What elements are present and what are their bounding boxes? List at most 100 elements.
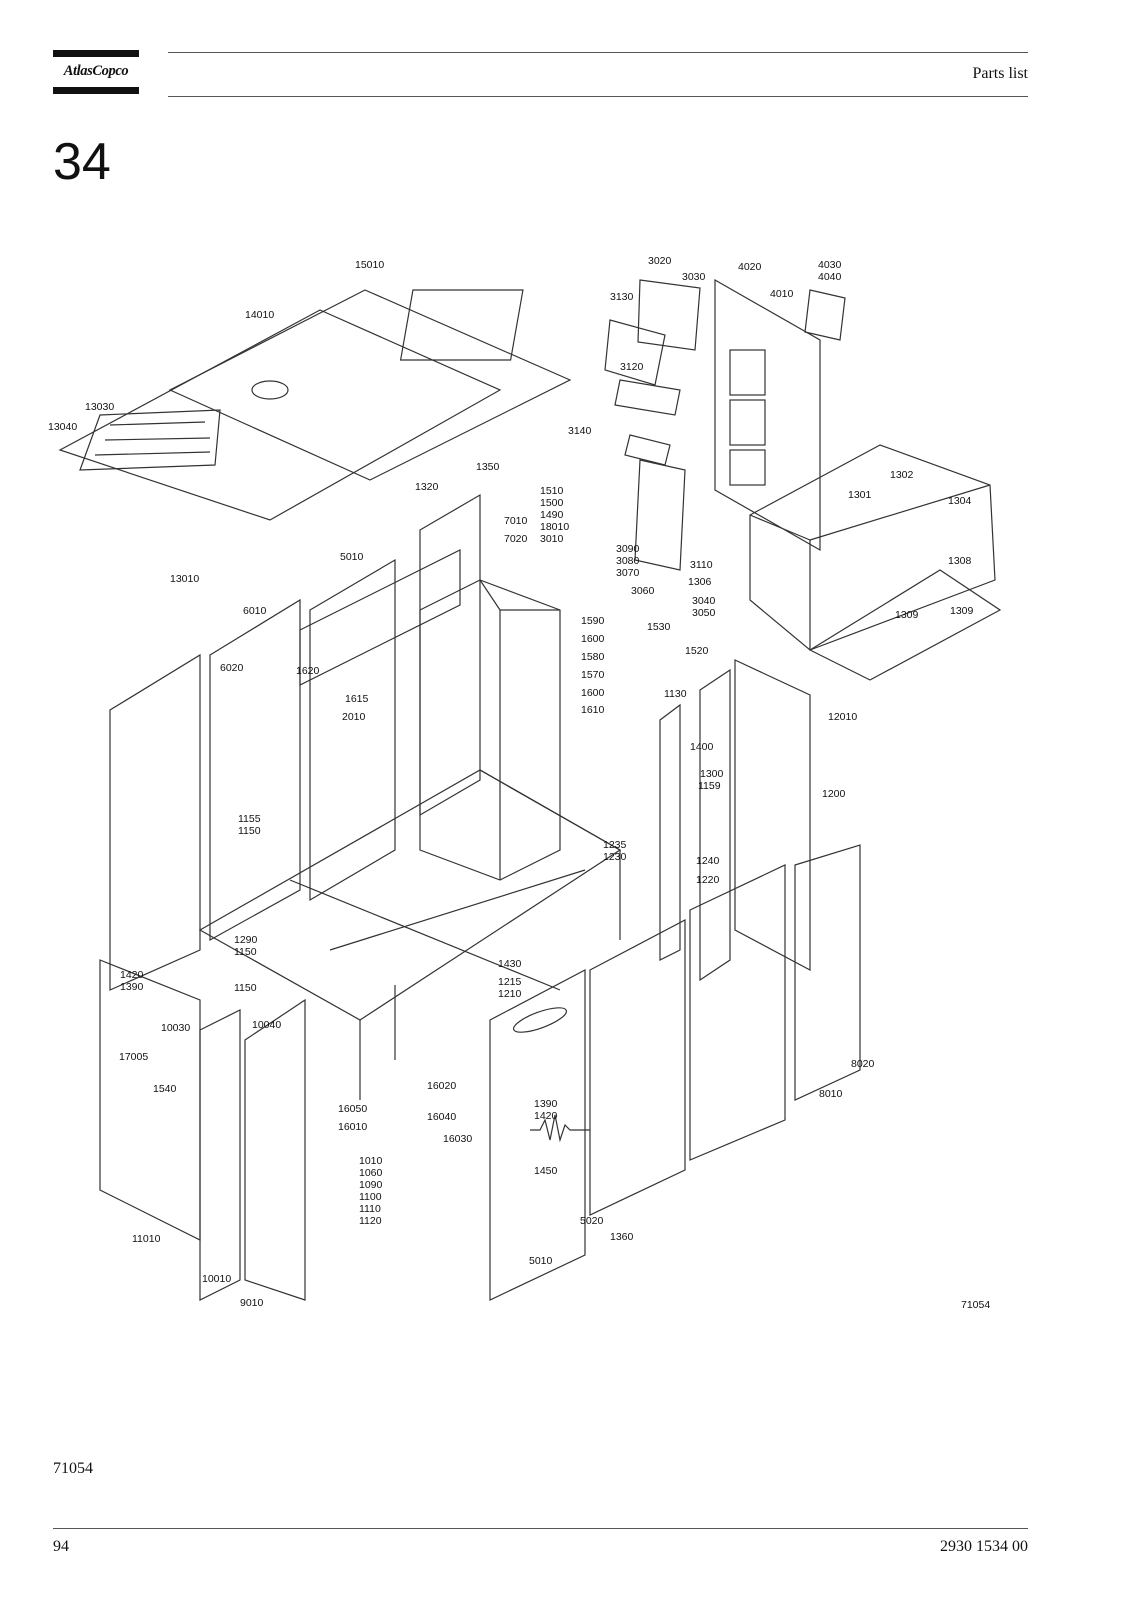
callout: 1235 [603,839,627,851]
callout: 1290 [234,934,258,946]
callout: 12010 [828,711,857,723]
callout: 1302 [890,469,914,481]
document-number: 2930 1534 00 [940,1538,1028,1555]
callout: 1130 [664,688,687,700]
callout: 1420 [534,1110,558,1122]
callout: 1150 [238,825,261,837]
callout: 1304 [948,495,972,507]
callout: 1308 [948,555,972,567]
callout: 13040 [48,421,77,433]
callout: 1620 [296,665,320,677]
callout: 13030 [85,401,114,413]
header-rule-top [168,52,1028,53]
logo-text: AtlasCopco [63,63,129,79]
callout: 3070 [616,567,640,579]
callout: 16050 [338,1103,367,1115]
callout: 1215 [498,976,522,988]
callout: 1220 [696,874,720,886]
callout: 1210 [498,988,522,1000]
diagram-linework [58,278,1002,1301]
callout: 1580 [581,651,605,663]
callout: 10030 [161,1022,190,1034]
callout: 3030 [682,271,706,283]
callout: 3140 [568,425,592,437]
callout: 5020 [580,1215,604,1227]
diagram-callouts: 15010 14010 13030 13040 13010 1350 1320 … [48,255,990,1311]
callout: 1390 [120,981,144,993]
callout: 1420 [120,969,144,981]
callout: 1200 [822,788,846,800]
callout: 1360 [610,1231,634,1243]
callout: 7010 [504,515,528,527]
callout: 3040 [692,595,716,607]
callout: 1500 [540,497,564,509]
callout: 1510 [540,485,564,497]
callout: 1306 [688,576,712,588]
callout: 3050 [692,607,716,619]
callout: 1150 [234,982,257,994]
callout: 4030 [818,259,842,271]
callout: 3120 [620,361,644,373]
callout: 3110 [690,559,713,571]
callout: 3020 [648,255,672,267]
callout: 16020 [427,1080,456,1092]
callout: 3090 [616,543,640,555]
callout: 1450 [534,1165,558,1177]
callout: 13010 [170,573,199,585]
callout: 1150 [234,946,257,958]
callout: 8020 [851,1058,875,1070]
callout: 1320 [415,481,439,493]
callout: 3080 [616,555,640,567]
callout: 1430 [498,958,522,970]
callout: 1110 [359,1203,381,1215]
callout: 17005 [119,1051,148,1063]
callout: 5010 [340,551,364,563]
section-number: 34 [53,133,111,191]
header-title: Parts list [972,65,1028,82]
callout: 1309 [950,605,974,617]
callout: 1350 [476,461,500,473]
callout: 3130 [610,291,634,303]
callout: 1010 [359,1155,383,1167]
callout: 2010 [342,711,366,723]
callout: 5010 [529,1255,553,1267]
callout: 1100 [359,1191,382,1203]
callout: 1570 [581,669,605,681]
callout: 4020 [738,261,762,273]
callout: 18010 [540,521,569,533]
callout: 1590 [581,615,605,627]
logo-bar-bottom [53,87,139,94]
callout: 3010 [540,533,564,545]
callout: 1600 [581,633,605,645]
callout: 8010 [819,1088,843,1100]
callout: 1520 [685,645,709,657]
callout: 1159 [698,780,721,792]
callout: 4040 [818,271,842,283]
callout: 16010 [338,1121,367,1133]
callout: 16040 [427,1111,456,1123]
callout: 15010 [355,259,384,271]
exploded-parts-diagram: 15010 14010 13030 13040 13010 1350 1320 … [48,255,1002,1311]
callout: 7020 [504,533,528,545]
callout: 14010 [245,309,274,321]
callout: 1490 [540,509,564,521]
callout: 71054 [961,1299,990,1311]
callout: 1400 [690,741,714,753]
callout: 1120 [359,1215,382,1227]
callout: 1540 [153,1083,177,1095]
callout: 11010 [132,1233,161,1245]
callout: 1530 [647,621,671,633]
callout: 3060 [631,585,655,597]
callout: 10040 [252,1019,281,1031]
drawing-id: 71054 [53,1460,93,1477]
header-rule-bottom [168,96,1028,97]
callout: 1600 [581,687,605,699]
callout: 9010 [240,1297,264,1309]
callout: 1309 [895,609,919,621]
callout: 1610 [581,704,605,716]
footer-rule [53,1528,1028,1529]
callout: 16030 [443,1133,472,1145]
callout: 6010 [243,605,267,617]
callout: 1615 [345,693,369,705]
callout: 1300 [700,768,724,780]
